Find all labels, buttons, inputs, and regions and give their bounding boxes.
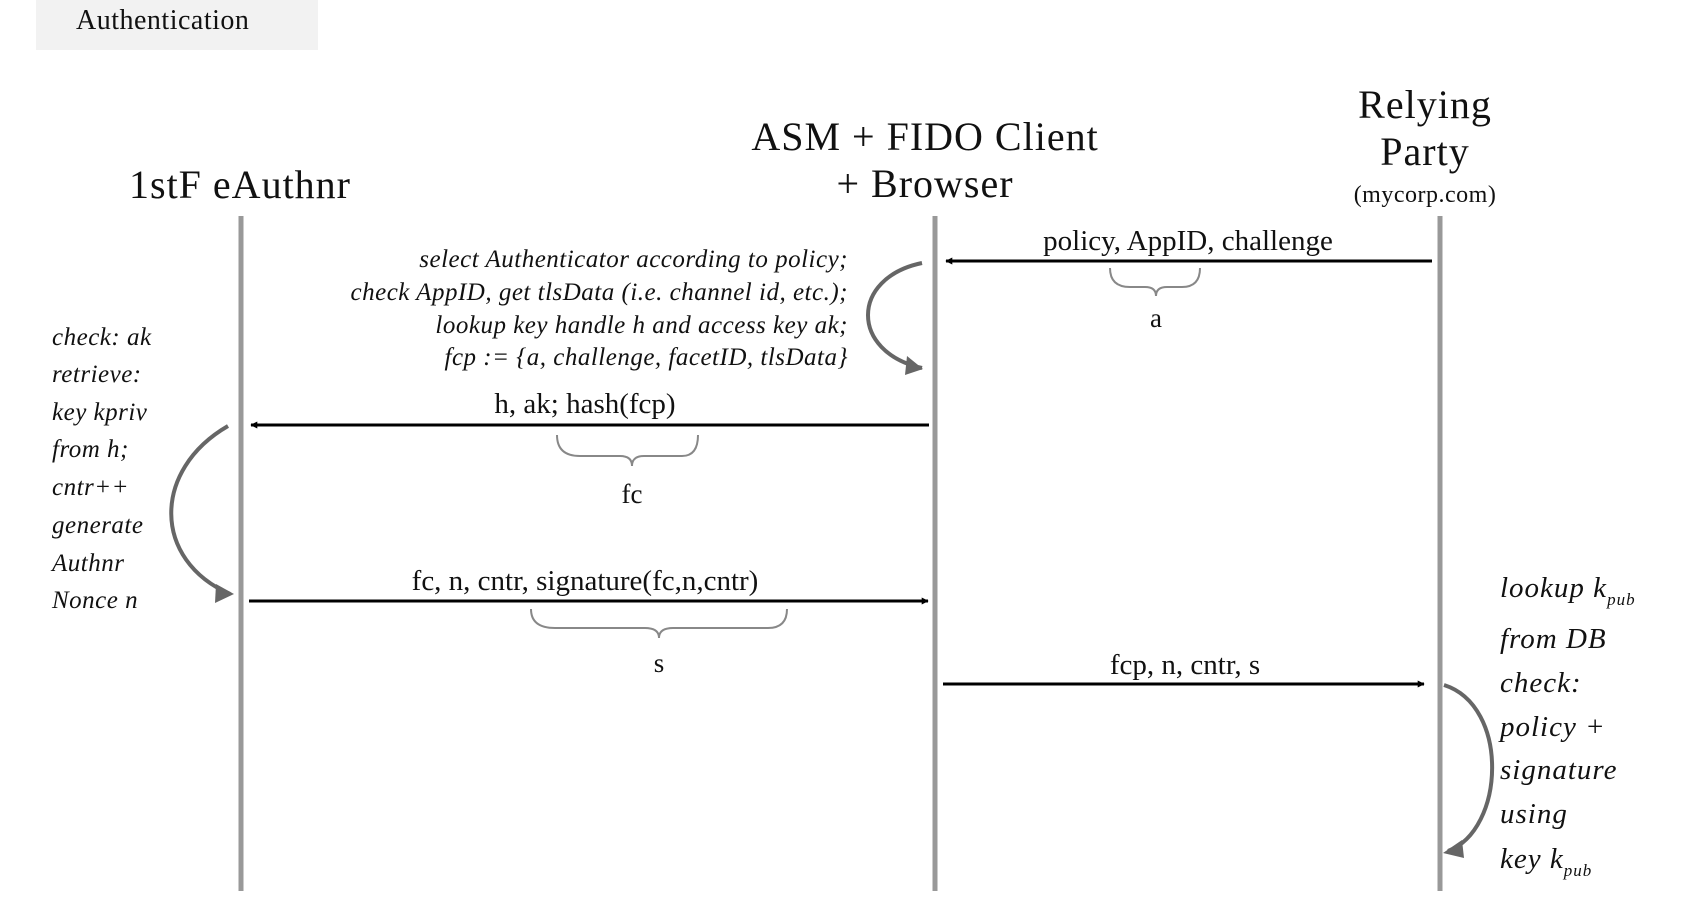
message-label-1: policy, AppID, challenge [1043, 225, 1333, 257]
rp-note-line-7: key kpub [1500, 843, 1592, 880]
client-process-curve [866, 261, 923, 370]
message-label-2: h, ak; hash(fcp) [494, 388, 675, 420]
authenticator-note-line-8: Nonce n [51, 587, 138, 614]
authenticator-note-line-1: check: ak [52, 324, 152, 351]
authenticator-note-line-6: generate [52, 512, 143, 539]
client-note-line-4: fcp := {a, challenge, facetID, tlsData} [445, 344, 849, 371]
tab-authentication[interactable]: Authentication [36, 0, 318, 50]
client-note-line-3: lookup key handle h and access key ak; [435, 312, 848, 339]
participant-rp-line1: Relying [1358, 82, 1492, 127]
client-note-line-2: check AppID, get tlsData (i.e. channel i… [351, 279, 849, 306]
authenticator-process-curve [169, 424, 231, 596]
rp-note-line-3: check: [1500, 667, 1582, 699]
rp-process-curve [1443, 683, 1495, 853]
message-label-3: fc, n, cntr, signature(fc,n,cntr) [412, 565, 759, 597]
brace-label-fc: fc [622, 479, 643, 509]
client-process-arrowhead [905, 356, 923, 375]
rp-process-arrowhead [1443, 840, 1464, 858]
participant-client-line2: + Browser [836, 161, 1013, 206]
participant-rp-line2: Party [1380, 129, 1469, 174]
message-label-4: fcp, n, cntr, s [1110, 649, 1260, 681]
participant-rp-domain: (mycorp.com) [1354, 182, 1497, 208]
brace-a [1109, 267, 1201, 297]
authenticator-note-line-5: cntr++ [52, 474, 129, 501]
rp-note-line-6: using [1500, 798, 1568, 830]
authenticator-note-line-7: Authnr [50, 550, 124, 577]
authenticator-note-line-4: from h; [52, 436, 129, 463]
authenticator-note-line-2: retrieve: [52, 361, 142, 388]
brace-label-a: a [1150, 303, 1162, 333]
rp-note-line-2: from DB [1500, 623, 1607, 655]
rp-note-line-5: signature [1500, 754, 1617, 786]
brace-s [530, 608, 788, 639]
authenticator-process-arrowhead [215, 584, 234, 603]
participant-client-line1: ASM + FIDO Client [751, 114, 1098, 159]
rp-note-line-1: lookup kpub [1500, 572, 1636, 609]
brace-label-s: s [654, 648, 665, 678]
participant-authenticator: 1stF eAuthnr [129, 162, 351, 207]
client-note-line-1: select Authenticator according to policy… [419, 246, 848, 273]
rp-note-line-4: policy + [1498, 711, 1606, 743]
authenticator-note-line-3: key kpriv [52, 399, 148, 426]
brace-fc [556, 434, 699, 467]
